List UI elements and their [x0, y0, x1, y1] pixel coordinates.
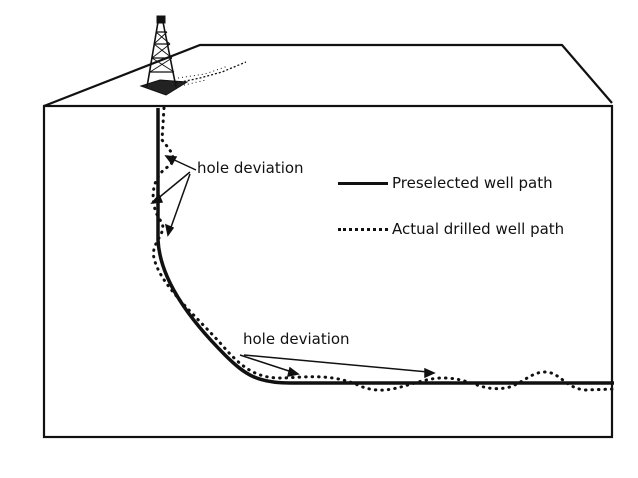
lower-hole-deviation-label: hole deviation — [243, 330, 350, 348]
actual-drilled-well-path — [151, 106, 616, 392]
upper-deviation-arrows — [150, 155, 197, 237]
legend-actual: Actual drilled well path — [338, 222, 564, 237]
block-front-face — [42, 104, 614, 439]
upper-hole-deviation-label: hole deviation — [197, 159, 304, 177]
legend-preselected: Preselected well path — [338, 176, 553, 191]
earth-block — [42, 43, 614, 439]
dotted-line-swatch — [338, 228, 388, 231]
solid-line-swatch — [338, 182, 388, 185]
preselected-well-path — [156, 108, 614, 385]
block-top-face — [43, 43, 613, 108]
drilling-rig-icon — [139, 15, 247, 96]
legend-actual-label: Actual drilled well path — [392, 220, 565, 238]
legend-preselected-label: Preselected well path — [392, 174, 553, 192]
lower-deviation-arrows — [239, 354, 436, 379]
